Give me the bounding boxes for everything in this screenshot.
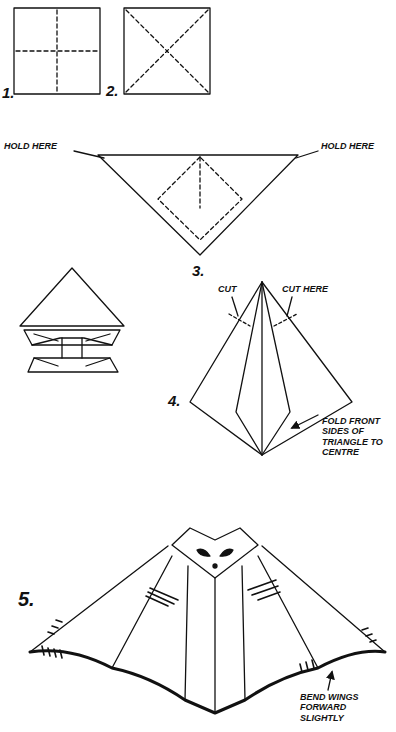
hold-note: HOLD HERE bbox=[4, 141, 57, 151]
folded-base bbox=[20, 268, 124, 372]
step-number: 1. bbox=[2, 84, 15, 101]
bat-figure bbox=[30, 528, 385, 713]
step2-square bbox=[124, 8, 210, 94]
step-number: 4. bbox=[168, 392, 181, 409]
cut-note: CUT bbox=[218, 284, 237, 294]
step-number: 3. bbox=[192, 262, 205, 279]
bend-note: BEND WINGS FORWARD SLIGHTLY bbox=[300, 692, 382, 723]
step-number: 5. bbox=[18, 588, 35, 611]
fold-note: FOLD FRONT SIDES OF TRIANGLE TO CENTRE bbox=[322, 416, 392, 457]
step1-square bbox=[14, 8, 100, 94]
step-number: 2. bbox=[106, 82, 119, 99]
step3-triangle bbox=[74, 151, 318, 255]
hold-note: HOLD HERE bbox=[321, 141, 374, 151]
cut-note: CUT HERE bbox=[282, 284, 328, 294]
